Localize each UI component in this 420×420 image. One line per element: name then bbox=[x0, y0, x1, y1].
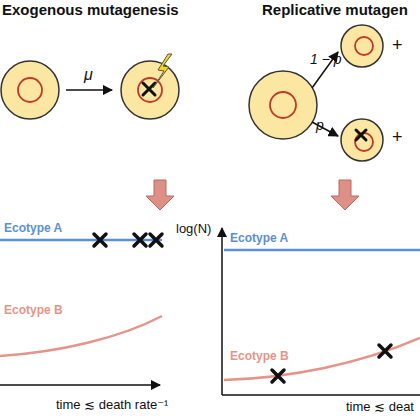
probability-label: 1 − p bbox=[310, 52, 342, 67]
x-axis bbox=[222, 394, 420, 396]
ecotype-b-curve bbox=[0, 316, 162, 356]
cell bbox=[1, 61, 59, 119]
ecotype-a-line bbox=[224, 249, 420, 252]
y-axis bbox=[221, 228, 223, 395]
axis-label: log(N) bbox=[176, 222, 211, 236]
mutated-cell bbox=[121, 61, 179, 119]
probability-label: p bbox=[316, 118, 324, 133]
series-label: Ecotype A bbox=[4, 222, 62, 235]
mutation-marks bbox=[94, 234, 162, 246]
plus-sign: + bbox=[392, 128, 403, 148]
parent-cell bbox=[249, 71, 317, 139]
ecotype-b-curve bbox=[224, 338, 420, 380]
series-label: Ecotype B bbox=[230, 350, 289, 363]
division-arrow bbox=[312, 122, 338, 136]
x-axis bbox=[0, 384, 160, 386]
panel-heading: Replicative mutagen bbox=[262, 2, 408, 19]
rate-symbol: μ bbox=[84, 66, 93, 84]
down-arrow bbox=[146, 180, 174, 210]
daughter-cell bbox=[341, 25, 383, 67]
axis-label: time ≲ deat bbox=[346, 400, 414, 414]
mutation-marks bbox=[272, 345, 391, 382]
series-label: Ecotype A bbox=[230, 232, 288, 245]
down-arrow bbox=[331, 180, 359, 210]
series-label: Ecotype B bbox=[4, 304, 63, 317]
panel-heading: Exogenous mutagenesis bbox=[2, 2, 179, 19]
plus-sign: + bbox=[392, 36, 403, 56]
mutated-daughter-cell bbox=[341, 119, 383, 161]
axis-label: time ≲ death rate⁻¹ bbox=[56, 398, 168, 412]
mutation-arrow bbox=[66, 89, 112, 91]
lightning-bolt bbox=[153, 54, 172, 88]
